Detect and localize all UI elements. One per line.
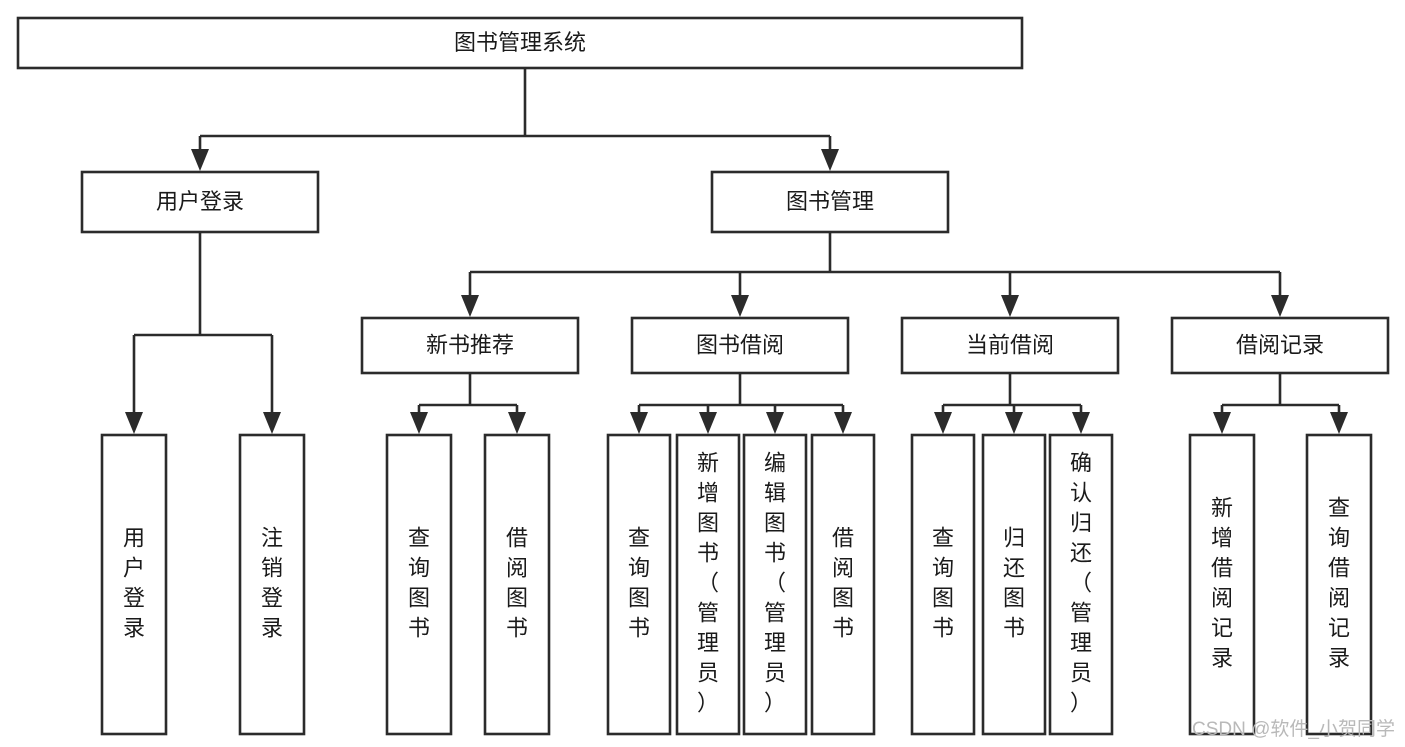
node-label-leaf-rec-add-record: 新增借阅记录 (1211, 495, 1233, 670)
node-leaf-rec-add-record[interactable]: 新增借阅记录 (1188, 433, 1256, 736)
node-box-leaf-rec-borrow-book[interactable] (483, 433, 551, 736)
node-label-new-book-rec: 新书推荐 (426, 332, 514, 357)
node-leaf-rec-borrow-book[interactable]: 借阅图书 (483, 433, 551, 736)
connector-arrow-2 (1001, 295, 1019, 317)
connector-arrow-1 (1005, 412, 1023, 434)
node-label-user-login: 用户登录 (156, 189, 244, 214)
connector-arrow-1 (263, 412, 281, 434)
connector-arrow-1 (731, 295, 749, 317)
node-leaf-rec-query-record[interactable]: 查询借阅记录 (1305, 433, 1373, 736)
connector-group-book-manage-to-level2 (461, 232, 1289, 317)
node-box-user-login[interactable] (80, 170, 320, 234)
node-new-book-rec[interactable]: 新书推荐 (360, 316, 580, 375)
connector-arrow-0 (191, 149, 209, 171)
node-label-leaf-cur-query-book: 查询图书 (932, 525, 954, 640)
node-label-book-borrow: 图书借阅 (696, 332, 784, 357)
connector-group-book-borrow-to-leaves (630, 373, 852, 434)
node-box-leaf-cur-query-book[interactable] (910, 433, 976, 736)
connector-arrow-1 (821, 149, 839, 171)
node-label-leaf-user-login: 用户登录 (123, 525, 145, 640)
node-root[interactable]: 图书管理系统 (16, 16, 1024, 70)
node-label-root: 图书管理系统 (454, 30, 586, 55)
node-label-leaf-cur-confirm-return: 确认归还（管理员） (1070, 450, 1092, 715)
connector-arrow-0 (125, 412, 143, 434)
node-box-book-manage[interactable] (710, 170, 950, 234)
connector-arrow-1 (508, 412, 526, 434)
node-box-leaf-borrow-borrow-book[interactable] (810, 433, 876, 736)
connector-arrow-0 (410, 412, 428, 434)
node-box-current-borrow[interactable] (900, 316, 1120, 375)
connector-group-new-book-rec-to-leaves (410, 373, 526, 434)
node-book-borrow[interactable]: 图书借阅 (630, 316, 850, 375)
connector-group-borrow-record-to-leaves (1213, 373, 1348, 434)
connector-group-user-login-to-leaves (125, 232, 281, 434)
connector-arrow-0 (1213, 412, 1231, 434)
node-label-current-borrow: 当前借阅 (966, 332, 1054, 357)
node-label-leaf-user-logout: 注销登录 (261, 525, 283, 640)
watermark-layer: CSDN @软件_小贺同学 (1192, 718, 1395, 740)
connector-group-current-borrow-to-leaves (934, 373, 1090, 434)
node-label-leaf-borrow-query-book: 查询图书 (628, 525, 650, 640)
node-leaf-rec-query-book[interactable]: 查询图书 (385, 433, 453, 736)
node-leaf-cur-query-book[interactable]: 查询图书 (910, 433, 976, 736)
node-box-leaf-rec-add-record[interactable] (1188, 433, 1256, 736)
node-label-book-manage: 图书管理 (786, 189, 874, 214)
node-leaf-cur-return-book[interactable]: 归还图书 (981, 433, 1047, 736)
node-label-leaf-rec-query-record: 查询借阅记录 (1328, 495, 1350, 670)
node-leaf-cur-confirm-return[interactable]: 确认归还（管理员） (1048, 433, 1114, 736)
connector-arrow-2 (1072, 412, 1090, 434)
node-leaf-borrow-edit-book[interactable]: 编辑图书（管理员） (742, 433, 808, 736)
node-box-leaf-borrow-query-book[interactable] (606, 433, 672, 736)
connector-arrow-0 (934, 412, 952, 434)
node-box-leaf-borrow-add-book[interactable] (675, 433, 741, 736)
node-leaf-user-logout[interactable]: 注销登录 (238, 433, 306, 736)
node-label-borrow-record: 借阅记录 (1236, 332, 1324, 357)
connector-arrow-1 (699, 412, 717, 434)
node-layer: 图书管理系统用户登录图书管理新书推荐图书借阅当前借阅借阅记录用户登录注销登录查询… (16, 16, 1390, 736)
node-leaf-user-login[interactable]: 用户登录 (100, 433, 168, 736)
connector-arrow-3 (834, 412, 852, 434)
node-box-leaf-borrow-edit-book[interactable] (742, 433, 808, 736)
node-box-leaf-user-logout[interactable] (238, 433, 306, 736)
node-current-borrow[interactable]: 当前借阅 (900, 316, 1120, 375)
node-label-leaf-borrow-add-book: 新增图书（管理员） (697, 450, 719, 715)
connector-layer (125, 68, 1348, 434)
node-box-book-borrow[interactable] (630, 316, 850, 375)
node-label-leaf-rec-borrow-book: 借阅图书 (506, 525, 528, 640)
node-label-leaf-rec-query-book: 查询图书 (408, 525, 430, 640)
node-box-leaf-cur-return-book[interactable] (981, 433, 1047, 736)
connector-arrow-2 (766, 412, 784, 434)
node-label-leaf-borrow-borrow-book: 借阅图书 (832, 525, 854, 640)
node-label-leaf-borrow-edit-book: 编辑图书（管理员） (764, 450, 786, 715)
node-book-manage[interactable]: 图书管理 (710, 170, 950, 234)
connector-arrow-1 (1330, 412, 1348, 434)
node-box-root[interactable] (16, 16, 1024, 70)
node-box-leaf-cur-confirm-return[interactable] (1048, 433, 1114, 736)
node-leaf-borrow-borrow-book[interactable]: 借阅图书 (810, 433, 876, 736)
node-box-leaf-user-login[interactable] (100, 433, 168, 736)
node-user-login[interactable]: 用户登录 (80, 170, 320, 234)
connector-arrow-0 (630, 412, 648, 434)
node-leaf-borrow-add-book[interactable]: 新增图书（管理员） (675, 433, 741, 736)
node-label-leaf-cur-return-book: 归还图书 (1003, 525, 1025, 640)
node-box-leaf-rec-query-book[interactable] (385, 433, 453, 736)
connector-arrow-3 (1271, 295, 1289, 317)
node-box-new-book-rec[interactable] (360, 316, 580, 375)
connector-group-root-to-level1 (191, 68, 839, 171)
csdn-watermark: CSDN @软件_小贺同学 (1192, 718, 1395, 740)
node-leaf-borrow-query-book[interactable]: 查询图书 (606, 433, 672, 736)
node-borrow-record[interactable]: 借阅记录 (1170, 316, 1390, 375)
connector-arrow-0 (461, 295, 479, 317)
node-box-borrow-record[interactable] (1170, 316, 1390, 375)
node-box-leaf-rec-query-record[interactable] (1305, 433, 1373, 736)
